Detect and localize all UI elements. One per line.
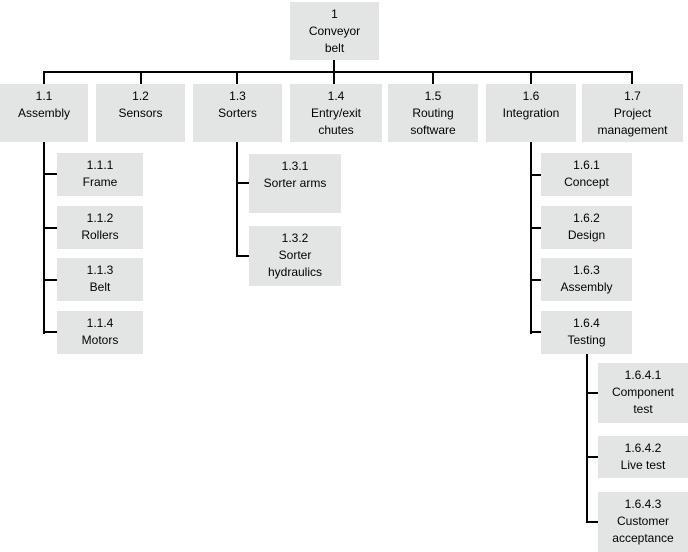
wbs-node-1-6-2: 1.6.2 Design	[541, 206, 632, 249]
node-label: Assembly	[17, 106, 70, 120]
node-id: 1.5	[424, 89, 442, 103]
node-id: 1.3.2	[281, 231, 309, 245]
wbs-node-1-1-2: 1.1.2 Rollers	[57, 206, 143, 249]
node-id: 1.4	[327, 89, 345, 103]
connector-tick-1-6-4-1	[587, 392, 598, 394]
node-id: 1.6.4.3	[624, 497, 662, 511]
wbs-node-1-6-4-1: 1.6.4.1 Component test	[598, 363, 688, 423]
node-id: 1.1.4	[86, 316, 114, 330]
node-id: 1.6.4.2	[624, 441, 662, 455]
node-id: 1.6	[522, 89, 540, 103]
wbs-node-1-1-4: 1.1.4 Motors	[57, 311, 143, 354]
connector-tick-1-3-2	[237, 255, 249, 257]
node-id: 1.2	[132, 89, 149, 103]
connector-tick-1-7	[631, 73, 633, 84]
connector-tick-1-5	[432, 73, 434, 84]
node-label: Sensors	[118, 106, 163, 120]
node-label: Project management	[597, 106, 668, 137]
node-id: 1.1.1	[86, 158, 114, 172]
wbs-node-1: 1 Conveyor belt	[290, 2, 379, 60]
wbs-node-1-3: 1.3 Sorters	[193, 84, 282, 142]
wbs-node-1-4: 1.4 Entry/exit chutes	[290, 84, 382, 142]
node-label: Live test	[620, 458, 666, 472]
node-id: 1.6.3	[573, 263, 600, 277]
node-label: Motors	[81, 333, 119, 347]
node-id: 1.6.1	[573, 158, 600, 172]
wbs-node-1-5: 1.5 Routing software	[388, 84, 478, 142]
connector-tick-1-6-2	[531, 227, 541, 229]
connector-tick-1-6-3	[531, 279, 541, 281]
node-label: Entry/exit chutes	[310, 106, 361, 137]
connector-tick-1-1-4	[44, 331, 57, 333]
node-id: 1	[331, 7, 338, 21]
wbs-node-1-6-4: 1.6.4 Testing	[541, 311, 632, 354]
wbs-node-1-7: 1.7 Project management	[582, 84, 683, 142]
connector-tick-1-6-4-3	[587, 521, 598, 523]
connector-branch-1-6	[530, 142, 532, 334]
connector-branch-1-1	[43, 142, 45, 334]
node-label: Sorter hydraulics	[267, 248, 323, 279]
connector-tick-1-1-1	[44, 173, 57, 175]
wbs-node-1-6-3: 1.6.3 Assembly	[541, 258, 632, 301]
wbs-node-1-6-4-2: 1.6.4.2 Live test	[598, 436, 688, 478]
wbs-node-1-6-4-3: 1.6.4.3 Customer acceptance	[598, 492, 688, 552]
connector-tick-1-6-4-2	[587, 456, 598, 458]
node-label: Concept	[564, 175, 609, 189]
connector-tick-1-6-1	[531, 174, 541, 176]
node-label: Design	[567, 228, 606, 242]
wbs-node-1-1-1: 1.1.1 Frame	[57, 153, 143, 196]
node-id: 1.6.4	[573, 316, 600, 330]
node-label: Assembly	[560, 280, 613, 294]
node-label: Integration	[502, 106, 560, 120]
connector-branch-1-6-4	[586, 354, 588, 523]
connector-tick-1-1-2	[44, 227, 57, 229]
node-label: Rollers	[81, 228, 119, 242]
connector-tick-1-2	[140, 73, 142, 84]
wbs-node-1-1-3: 1.1.3 Belt	[57, 258, 143, 301]
node-id: 1.1.3	[86, 263, 114, 277]
connector-tick-1-6	[530, 73, 532, 84]
node-label: Customer acceptance	[612, 514, 674, 545]
node-label: Sorters	[218, 106, 257, 120]
wbs-node-1-3-1: 1.3.1 Sorter arms	[249, 154, 341, 213]
node-label: Routing software	[410, 106, 456, 137]
node-id: 1.6.4.1	[624, 368, 662, 382]
node-label: Conveyor belt	[308, 24, 361, 55]
connector-tick-1-3-1	[237, 182, 249, 184]
node-id: 1.1	[35, 89, 53, 103]
node-label: Component test	[611, 385, 675, 416]
node-label: Frame	[82, 175, 118, 189]
node-id: 1.7	[624, 89, 641, 103]
connector-tick-1-1	[43, 73, 45, 84]
node-id: 1.3.1	[281, 159, 309, 173]
wbs-node-1-6-1: 1.6.1 Concept	[541, 153, 632, 196]
connector-tick-1-3	[236, 73, 238, 84]
node-id: 1.3	[229, 89, 246, 103]
connector-branch-1-3	[236, 142, 238, 257]
wbs-node-1-1: 1.1 Assembly	[0, 84, 88, 142]
node-label: Belt	[89, 280, 111, 294]
connector-tick-1-6-4	[531, 331, 541, 333]
node-label: Sorter arms	[263, 176, 327, 190]
wbs-node-1-6: 1.6 Integration	[486, 84, 576, 142]
connector-level2-bus	[43, 71, 633, 73]
wbs-node-1-2: 1.2 Sensors	[96, 84, 185, 142]
node-label: Testing	[567, 333, 606, 347]
connector-tick-1-1-3	[44, 279, 57, 281]
wbs-node-1-3-2: 1.3.2 Sorter hydraulics	[249, 226, 341, 286]
node-id: 1.6.2	[573, 211, 600, 225]
node-id: 1.1.2	[86, 211, 114, 225]
